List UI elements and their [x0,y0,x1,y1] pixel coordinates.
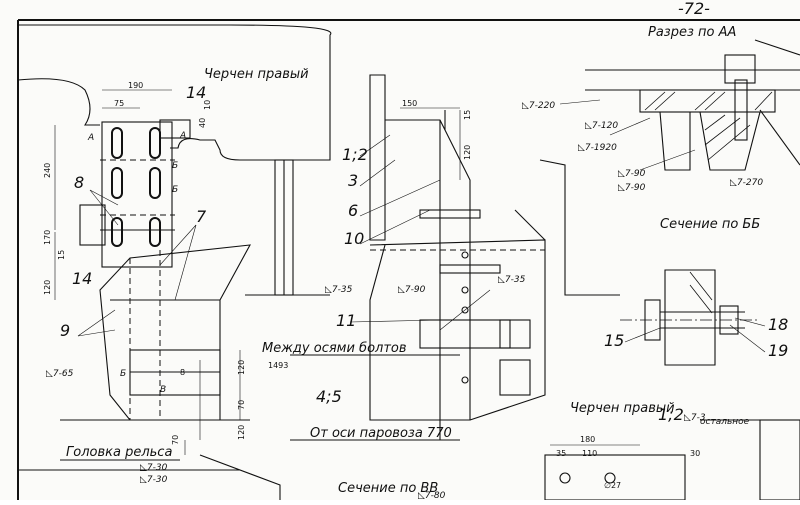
dim-150: 150 [402,99,417,108]
marker-v-low: В [160,385,166,395]
weld-7-30b: ◺7-30 [140,475,168,485]
left-bracket-tab [79,204,106,246]
paint-right-label-top: Черчен правый [204,67,309,82]
dim-190: 190 [128,81,143,90]
central-lower-frame [369,239,546,421]
section-bb [620,269,760,366]
weld-7-35a: ◺7-35 [325,285,353,295]
dim-15: 15 [57,250,66,260]
weld-7-35b: ◺7-35 [498,275,526,285]
bolt-slots [111,127,161,247]
left-dimensions [54,89,241,455]
weld-7-90c: ◺7-90 [398,285,426,295]
weld-7-90b: ◺7-90 [618,183,646,193]
dim-240: 240 [43,163,52,178]
paint-right-label-bottom: Черчен правый [570,401,675,416]
part-15: 15 [604,331,624,350]
dim-diameter: ∅27 [604,481,621,490]
part-18: 18 [768,315,788,334]
left-bracket-plate [101,121,173,268]
page-number: -72- [678,0,710,18]
rail-head-label: Головка рельса [66,445,172,460]
section-vv-title: Сечение по ВВ [338,481,438,496]
marker-b-top: Б [172,161,178,171]
part-3: 3 [348,171,358,190]
rail-section [18,454,281,500]
rest-note: остальное [700,417,750,427]
part-1-2-bottom: 1;2 [658,405,684,424]
part-1-2-top: 1;2 [342,145,368,164]
part-14-left: 14 [72,269,92,288]
part-14-top: 14 [186,83,206,102]
weld-7-30a: ◺7-30 [140,463,168,473]
part-6: 6 [348,201,358,220]
dim-15b: 15 [463,110,472,120]
marker-b-low: Б [120,369,126,379]
dim-70a: 70 [237,400,246,410]
weld-7-120: ◺7-120 [585,121,618,131]
dim-120b: 120 [463,145,472,160]
marker-a-top: А [87,133,94,143]
weld-7-270: ◺7-270 [730,178,763,188]
dim-120a: 120 [43,280,52,295]
dim-110: 110 [582,449,597,458]
weld-7-3: ◺7-3 [684,413,706,423]
dim-120c: 120 [237,360,246,375]
left-support-body [99,244,251,421]
dim-35: 35 [556,449,566,458]
section-aa-title: Разрез по АА [648,25,736,40]
dim-30: 30 [690,449,700,458]
dim-70b: 70 [171,435,180,445]
part-11: 11 [336,311,356,330]
loco-frame-outline [18,24,332,161]
leader-lines [77,99,766,353]
part-8: 8 [74,173,84,192]
right-rod [539,159,620,296]
clip-part-14 [159,119,191,139]
part-10: 10 [344,229,364,248]
dim-75: 75 [114,99,124,108]
marker-b-mid: Б [172,185,178,195]
part-7: 7 [196,207,207,226]
part-9: 9 [60,321,70,340]
marker-a-mid: А [179,131,186,141]
between-bolt-axes-label: Между осями болтов [262,341,407,356]
central-bolts [419,209,531,396]
weld-7-90a: ◺7-90 [618,169,646,179]
weld-7-65: ◺7-65 [46,369,74,379]
dim-40: 40 [198,118,207,128]
frame-cutout [17,78,100,126]
central-vertical-bar [369,74,386,241]
weld-7-220: ◺7-220 [522,101,555,111]
dim-10: 10 [203,100,212,110]
weld-7-80: ◺7-80 [418,491,446,500]
dim-170: 170 [43,230,52,245]
loco-axis-label: От оси паровоза 770 [310,426,452,441]
dim-8: 8 [180,368,185,377]
weld-7-1920: ◺7-1920 [578,143,617,153]
part-19: 19 [768,341,788,360]
dim-120d: 120 [237,425,246,440]
bottom-right-detail [544,419,800,501]
section-bb-title: Сечение по ББ [660,217,760,232]
part-4-5: 4;5 [316,387,342,406]
path [514,209,546,241]
between-bolt-axes-value: 1493 [268,361,288,370]
dim-180: 180 [580,435,595,444]
section-aa [585,39,800,171]
